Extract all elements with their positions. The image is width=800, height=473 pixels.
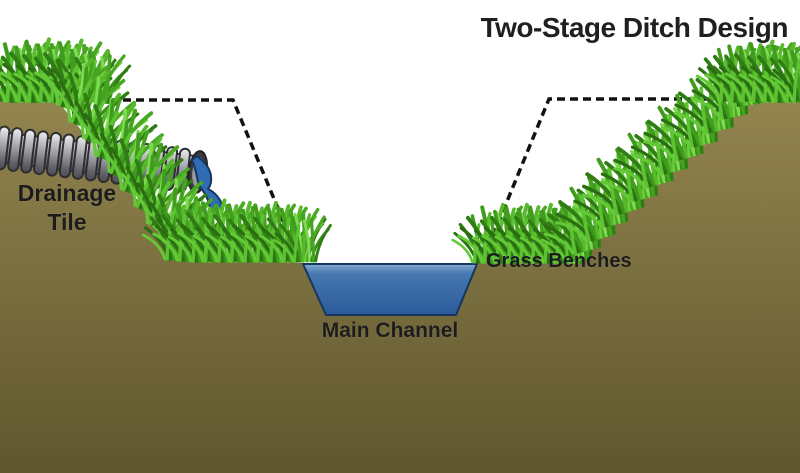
grass-benches-label: Grass Benches — [486, 250, 632, 272]
soil-cross-section — [0, 99, 800, 473]
main-channel-water — [302, 263, 478, 316]
drainage-tile-label: Drainage Tile — [17, 180, 117, 235]
main-channel-label: Main Channel — [321, 319, 459, 342]
diagram-title: Two-Stage Ditch Design — [480, 12, 789, 43]
